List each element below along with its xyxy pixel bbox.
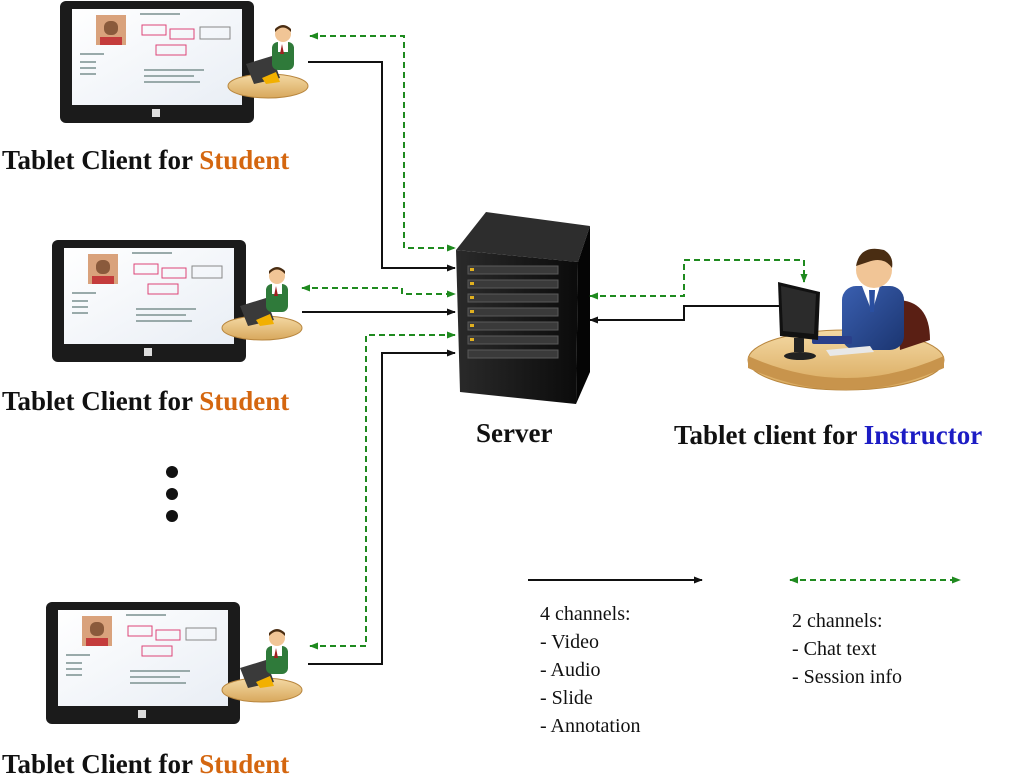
legend-solid-item: - Annotation [540, 715, 641, 737]
legend-solid: 4 channels: - Video - Audio - Slide - An… [540, 600, 641, 740]
instructor-icon [747, 248, 945, 391]
legend-solid-item: - Slide [540, 687, 593, 709]
more-clients-ellipsis [166, 466, 180, 532]
instructor-caption: Tablet client for Instructor [674, 420, 983, 450]
legend-dashed: 2 channels: - Chat text - Session info [792, 607, 902, 691]
server-icon [456, 212, 590, 404]
legend-solid-item: - Audio [540, 659, 601, 681]
legend-dashed-item: - Session info [792, 666, 902, 688]
student-caption-3: Tablet Client for Student [2, 749, 290, 779]
legend-dashed-item: - Chat text [792, 638, 877, 660]
server-caption: Server [476, 418, 553, 448]
legend-solid-item: - Video [540, 631, 599, 653]
legend-dashed-title: 2 channels: [792, 610, 883, 632]
student-caption-1: Tablet Client for Student [2, 145, 290, 175]
student-caption-2: Tablet Client for Student [2, 386, 290, 416]
legend-solid-title: 4 channels: [540, 603, 631, 625]
